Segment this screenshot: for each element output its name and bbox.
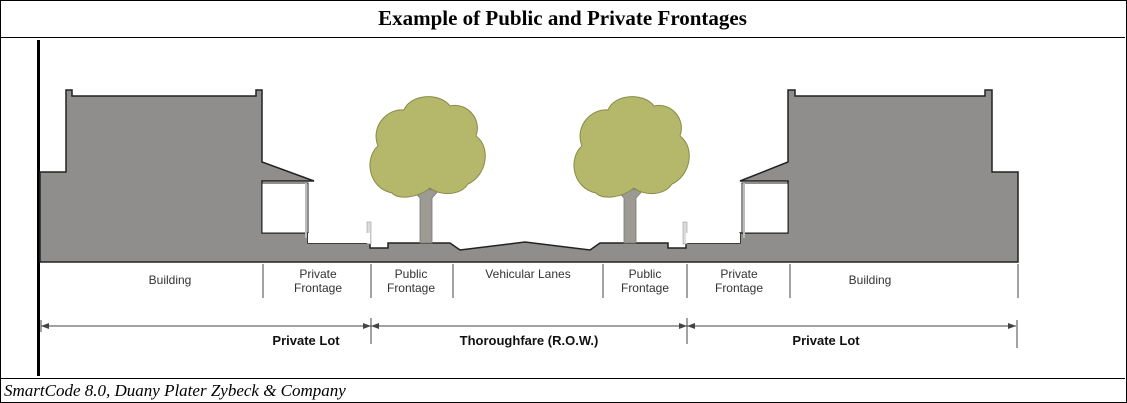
label-public-frontage-left-2: Frontage (387, 281, 435, 295)
porch-right (741, 182, 789, 234)
label-private-frontage-right-1: Private (720, 267, 758, 281)
dimension-arrows (41, 323, 1016, 329)
label-private-frontage-right-2: Frontage (715, 281, 763, 295)
label-thoroughfare: Thoroughfare (R.O.W.) (460, 333, 599, 348)
street-section-diagram: Building Private Frontage Public Frontag… (37, 40, 1019, 376)
street-tree-left (369, 96, 486, 244)
street-section-mass (39, 89, 1019, 263)
yard-left (308, 233, 370, 243)
label-building-left: Building (149, 273, 192, 287)
street-tree-right (573, 96, 690, 244)
section-dividers (262, 264, 1019, 298)
label-private-lot-left: Private Lot (272, 333, 340, 348)
label-vehicular-lanes: Vehicular Lanes (485, 267, 570, 281)
label-private-lot-right: Private Lot (792, 333, 860, 348)
left-border-bar (37, 40, 40, 376)
label-private-frontage-left-1: Private (299, 267, 337, 281)
figure-caption: SmartCode 8.0, Duany Plater Zybeck & Com… (0, 378, 1125, 401)
porch-left (261, 182, 309, 234)
label-public-frontage-left-1: Public (395, 267, 428, 281)
yard-right (686, 233, 740, 243)
label-private-frontage-left-2: Frontage (294, 281, 342, 295)
label-building-right: Building (849, 273, 892, 287)
figure-title: Example of Public and Private Frontages (0, 0, 1125, 38)
dimension-line (40, 318, 1018, 348)
label-public-frontage-right-1: Public (629, 267, 662, 281)
label-public-frontage-right-2: Frontage (621, 281, 669, 295)
